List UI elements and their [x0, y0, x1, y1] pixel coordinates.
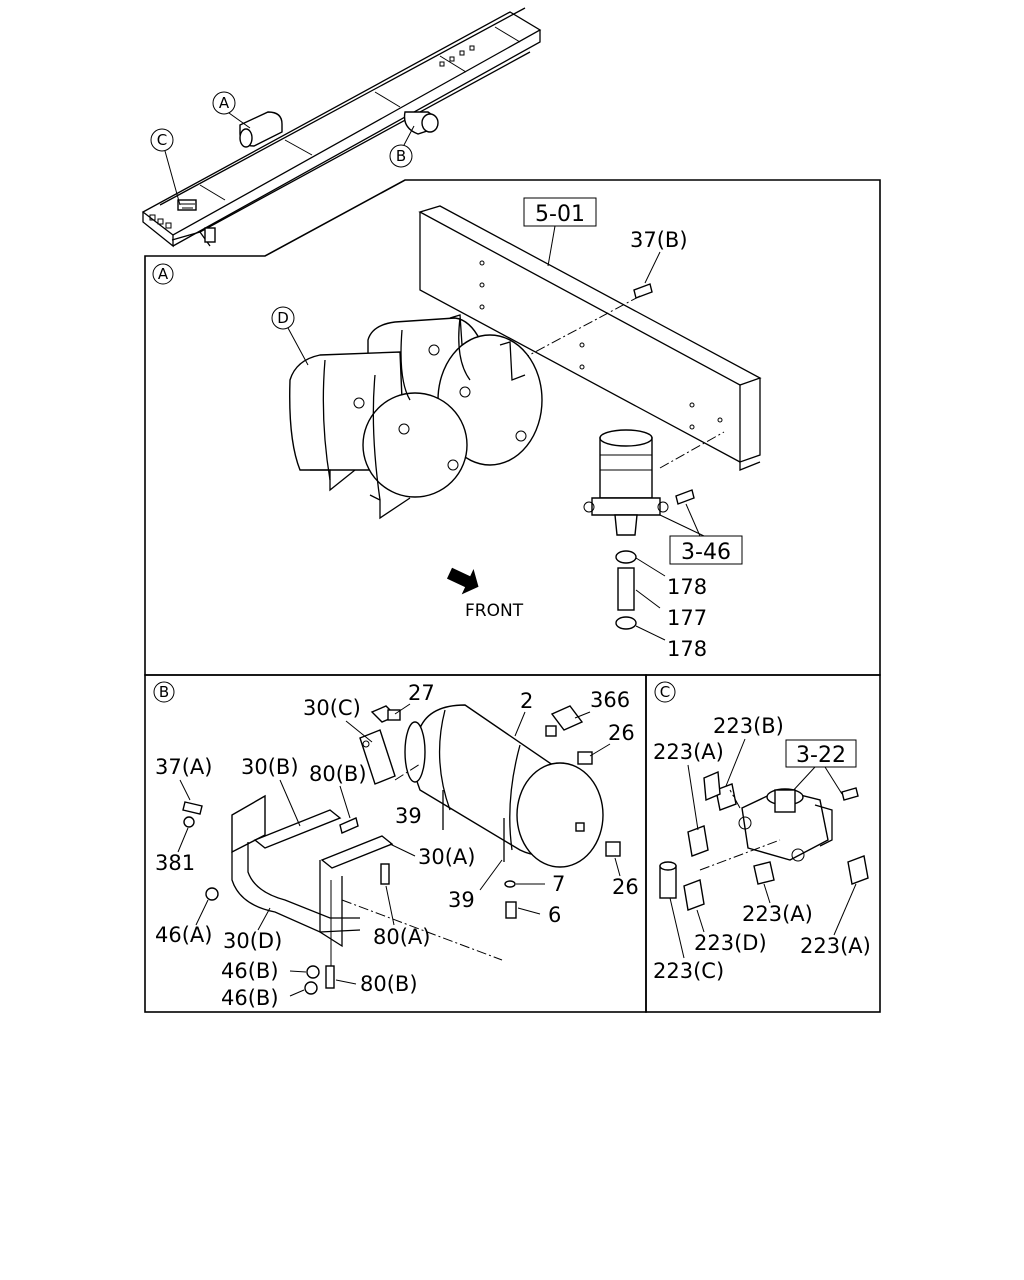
panel-c-tag: C	[654, 681, 676, 703]
callout-d: D	[271, 306, 309, 366]
bolt-80b-bottom	[325, 965, 335, 989]
svg-text:B: B	[396, 147, 406, 165]
nut-46b-1	[306, 965, 320, 979]
bolt-37a	[182, 801, 203, 815]
fitting-223a-left	[687, 825, 709, 857]
svg-text:37(B): 37(B)	[630, 228, 688, 252]
overview-callout-c: C	[150, 128, 181, 206]
bolt-37b: 37(B)	[630, 228, 688, 299]
label-223a-top: 223(A)	[653, 740, 724, 764]
bolt-3-22	[841, 787, 859, 801]
bracket-assembly	[231, 794, 394, 948]
label-178-bottom: 178	[667, 637, 707, 661]
fitting-366	[545, 705, 584, 737]
svg-text:3-46: 3-46	[681, 540, 731, 565]
bolt-3-46	[675, 489, 695, 505]
overview-valve-c	[177, 199, 216, 243]
overview-tank-b	[403, 111, 439, 135]
svg-text:A: A	[158, 265, 169, 283]
chassis-overview: A B C	[141, 7, 542, 248]
air-dryer	[583, 429, 669, 536]
panel-a-tag: A	[152, 263, 174, 285]
svg-text:C: C	[157, 131, 167, 149]
tank-2	[404, 704, 604, 868]
label-223b: 223(B)	[713, 714, 784, 738]
label-46a: 46(A)	[155, 923, 212, 947]
fitting-223a-right	[847, 855, 869, 885]
nut-46b-2	[304, 981, 318, 995]
bracket-30c	[359, 729, 396, 785]
bolt-80b-top	[339, 817, 359, 834]
svg-text:C: C	[660, 683, 670, 701]
front-arrow: FRONT	[446, 567, 524, 621]
washer-7	[504, 880, 516, 888]
label-7: 7	[552, 872, 565, 896]
panel-a: A 5-01 37(B)	[144, 179, 881, 676]
label-30c: 30(C)	[303, 696, 361, 720]
label-37a: 37(A)	[155, 755, 212, 779]
fitting-223c	[659, 861, 677, 899]
label-39-bottom: 39	[448, 888, 475, 912]
label-366: 366	[590, 688, 630, 712]
fitting-223a-mid	[753, 861, 775, 885]
label-2: 2	[520, 689, 533, 713]
svg-text:3-22: 3-22	[796, 743, 846, 768]
air-tanks	[289, 314, 543, 520]
overview-callout-a: A	[212, 91, 251, 129]
ref-box-5-01: 5-01	[523, 197, 597, 267]
label-26-top: 26	[608, 721, 635, 745]
frame-rail	[418, 205, 762, 471]
fitting-223a-top	[703, 770, 721, 802]
svg-text:5-01: 5-01	[535, 202, 585, 227]
panel-c: C 3-22	[645, 674, 881, 1013]
ref-box-3-22: 3-22	[785, 739, 857, 795]
label-223a-right: 223(A)	[800, 934, 871, 958]
label-178-top: 178	[667, 575, 707, 599]
plug-26-right	[605, 841, 621, 857]
label-80b-top: 80(B)	[309, 762, 367, 786]
label-27: 27	[408, 681, 435, 705]
svg-text:FRONT: FRONT	[465, 601, 524, 621]
svg-text:D: D	[277, 309, 289, 327]
fitting-223b	[715, 783, 737, 811]
fitting-223d	[683, 879, 705, 911]
overview-callout-b: B	[389, 125, 415, 168]
overview-tank-a	[239, 111, 283, 148]
drain-6	[505, 901, 517, 919]
label-6: 6	[548, 903, 561, 927]
nut-46a	[205, 887, 219, 901]
label-223c: 223(C)	[653, 959, 724, 983]
label-80b-bottom: 80(B)	[360, 972, 418, 996]
washer-381	[183, 816, 195, 828]
plug-26-top	[577, 751, 593, 765]
label-26-right: 26	[612, 875, 639, 899]
panel-b-tag: B	[153, 681, 175, 703]
label-223a-mid: 223(A)	[742, 902, 813, 926]
label-30a: 30(A)	[418, 845, 475, 869]
label-223d: 223(D)	[694, 931, 767, 955]
label-30d: 30(D)	[223, 929, 282, 953]
fitting-27	[370, 705, 401, 723]
svg-text:B: B	[159, 683, 169, 701]
label-39-top: 39	[395, 804, 422, 828]
label-177: 177	[667, 606, 707, 630]
bolt-80a	[380, 863, 390, 885]
label-46b-1: 46(B)	[221, 959, 279, 983]
label-80a: 80(A)	[373, 925, 430, 949]
panel-b: B 2 27 366 26 2	[144, 674, 647, 1013]
relay-valve	[738, 788, 833, 862]
ref-box-3-46: 3-46	[659, 503, 743, 565]
label-30b: 30(B)	[241, 755, 299, 779]
label-381: 381	[155, 851, 195, 875]
hose-assembly	[615, 550, 666, 641]
label-46b-2: 46(B)	[221, 986, 279, 1010]
svg-text:A: A	[219, 94, 230, 112]
